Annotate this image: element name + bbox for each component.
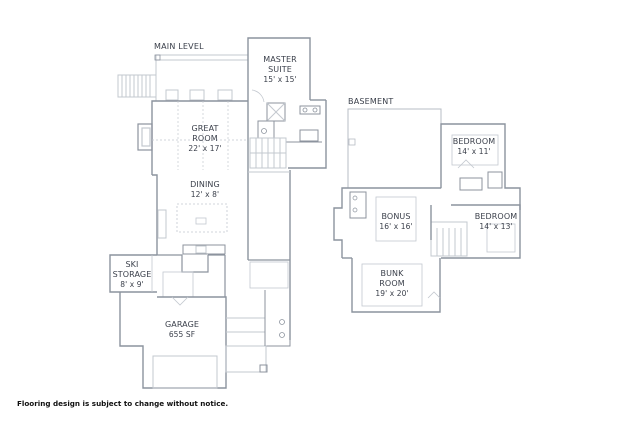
basement-bunk-room-walls — [351, 258, 441, 313]
room-dimension: 16' x 16' — [379, 222, 413, 231]
room-name: ROOM — [192, 134, 218, 143]
master-suite-walls — [247, 37, 327, 169]
main-level-title: MAIN LEVEL — [154, 42, 204, 51]
basement-unexcavated — [347, 108, 442, 189]
garage-walls — [119, 292, 227, 389]
basement-stair — [430, 221, 468, 257]
mudroom — [157, 254, 290, 298]
kitchen-counter — [157, 209, 226, 255]
room-name: MASTER — [263, 55, 297, 64]
room-label-bonus: BONUS 16' x 16' — [372, 212, 420, 232]
room-name: SKI — [125, 260, 139, 269]
room-dimension: 14' x 13' — [479, 222, 513, 231]
room-label-garage: GARAGE 655 SF — [157, 320, 207, 340]
room-name: STORAGE — [112, 270, 152, 279]
basement-bonus-walls — [333, 187, 441, 259]
room-dimension: 22' x 17' — [188, 144, 222, 153]
room-name: BEDROOM — [474, 212, 518, 221]
room-dimension: 8' x 9' — [120, 280, 144, 289]
room-dimension: 12' x 8' — [190, 190, 220, 199]
room-label-bedroom-1: BEDROOM 14' x 11' — [448, 137, 500, 157]
disclaimer-notice: Flooring design is subject to change wit… — [17, 399, 229, 408]
room-dimension: 14' x 11' — [457, 147, 491, 156]
basement-title: BASEMENT — [348, 97, 394, 106]
fireplace — [137, 123, 153, 151]
room-name: BEDROOM — [452, 137, 496, 146]
room-name: DINING — [190, 180, 220, 189]
room-label-great-room: GREAT ROOM 22' x 17' — [180, 124, 230, 154]
basement-bedroom-1-walls — [440, 123, 521, 210]
room-name: SUITE — [268, 65, 292, 74]
room-dimension: 15' x 15' — [263, 75, 297, 84]
room-name: GREAT — [191, 124, 219, 133]
room-label-bedroom-2: BEDROOM 14' x 13' — [470, 212, 522, 232]
dining-table — [176, 203, 228, 233]
room-label-bunk-room: BUNK ROOM 19' x 20' — [367, 269, 417, 299]
deck-stairs — [117, 74, 157, 98]
room-label-dining: DINING 12' x 8' — [180, 180, 230, 200]
room-name: ROOM — [379, 279, 405, 288]
room-name: BONUS — [381, 212, 411, 221]
ski-storage-walls — [109, 254, 157, 293]
room-name: GARAGE — [164, 320, 200, 329]
room-label-ski-storage: SKI STORAGE 8' x 9' — [110, 260, 154, 290]
main-stair — [249, 137, 287, 169]
hall-walls — [247, 170, 291, 340]
room-dimension: 19' x 20' — [375, 289, 409, 298]
room-dimension: 655 SF — [168, 330, 196, 339]
entry-area — [225, 290, 291, 373]
room-name: BUNK — [380, 269, 404, 278]
deck — [155, 54, 249, 102]
master-bath — [257, 102, 322, 143]
room-label-master-suite: MASTER SUITE 15' x 15' — [255, 55, 305, 85]
basement-bedroom-2-walls — [441, 204, 521, 259]
